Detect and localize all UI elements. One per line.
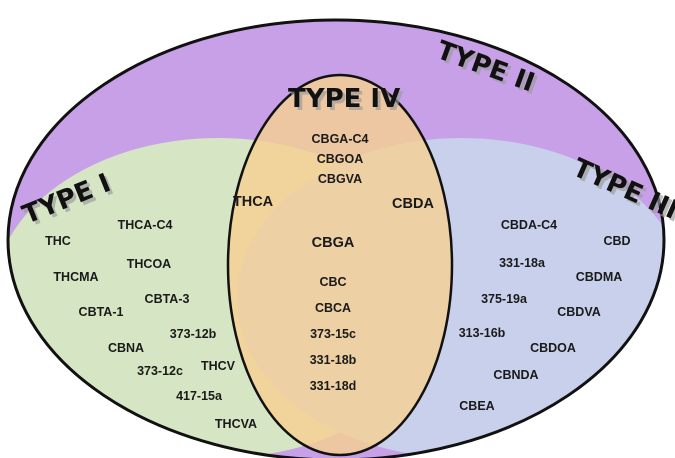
compound-331-18b: 331-18b [310, 353, 357, 367]
compound-thca-c4: THCA-C4 [118, 218, 173, 232]
compound-cbc: CBC [319, 275, 346, 289]
compound-cbta-1: CBTA-1 [79, 305, 124, 319]
compound-313-16b: 313-16b [459, 326, 506, 340]
type-iv-region [226, 73, 454, 457]
compound-cbga: CBGA [312, 235, 355, 251]
compound-cbga-c4: CBGA-C4 [312, 132, 369, 146]
compound-373-12b: 373-12b [170, 327, 217, 341]
compound-thcoa: THCOA [127, 257, 171, 271]
compound-417-15a: 417-15a [176, 389, 223, 403]
compound-331-18a: 331-18a [499, 256, 546, 270]
compound-thcma: THCMA [53, 270, 98, 284]
compound-thcv: THCV [201, 359, 236, 373]
type-iv-label-shadow: TYPE IV [291, 87, 403, 117]
compound-thca: THCA [233, 194, 274, 210]
compound-375-19a: 375-19a [481, 292, 528, 306]
type-iv-label: TYPE IV [288, 84, 400, 114]
compound-cbdoa: CBDOA [530, 341, 576, 355]
compound-cbd: CBD [603, 234, 630, 248]
compound-cbgoa: CBGOA [317, 152, 364, 166]
compound-thcva: THCVA [215, 417, 257, 431]
compound-thc: THC [45, 234, 71, 248]
compound-cbna: CBNA [108, 341, 144, 355]
compound-cbgva: CBGVA [318, 172, 362, 186]
compound-cbta-3: CBTA-3 [145, 292, 190, 306]
compound-cbdva: CBDVA [557, 305, 601, 319]
compound-cbdma: CBDMA [576, 270, 623, 284]
compound-331-18d: 331-18d [310, 379, 357, 393]
compound-cbnda: CBNDA [493, 368, 538, 382]
compound-373-15c: 373-15c [310, 327, 356, 341]
compound-cbca: CBCA [315, 301, 351, 315]
compound-cbea: CBEA [459, 399, 494, 413]
compound-373-12c: 373-12c [137, 364, 183, 378]
compound-cbda: CBDA [392, 196, 434, 212]
outer-border [6, 18, 666, 458]
compound-cbda-c4: CBDA-C4 [501, 218, 557, 232]
